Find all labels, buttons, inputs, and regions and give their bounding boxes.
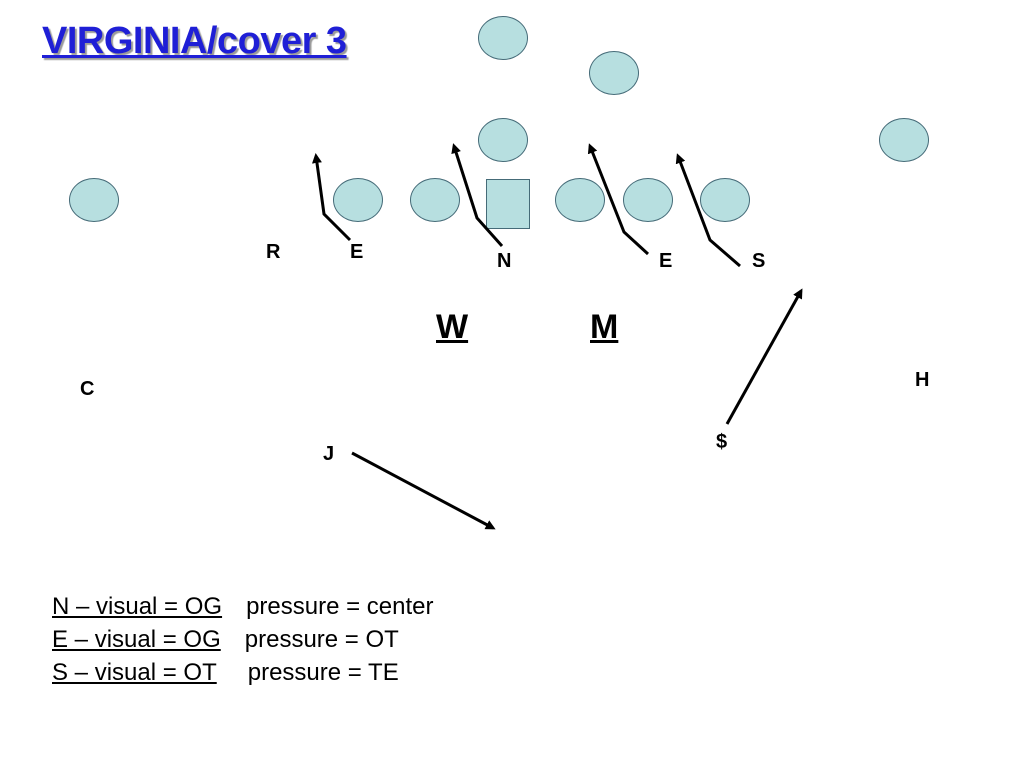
offense-player-icon <box>69 178 119 222</box>
defender-s-label: S <box>752 250 766 272</box>
defender-j-label: J <box>323 443 335 465</box>
route-n-arrow-icon <box>451 143 504 247</box>
center-square-icon <box>486 179 530 229</box>
offense-player-icon <box>555 178 605 222</box>
legend-value: pressure = OT <box>244 626 399 653</box>
legend-key: S – visual = OT <box>52 659 217 686</box>
defender-h-label: H <box>915 369 930 391</box>
offense-player-icon <box>478 118 528 162</box>
offense-player-icon <box>589 51 639 95</box>
defender-c-label: C <box>80 378 95 400</box>
legend-row: N – visual = OG pressure = center <box>52 590 434 623</box>
offense-player-icon <box>879 118 929 162</box>
offense-player-icon <box>623 178 673 222</box>
route-e-right-arrow-icon <box>587 143 650 256</box>
offense-player-icon <box>410 178 460 222</box>
route-j-arrow-icon <box>351 451 496 530</box>
defender-e-left-label: E <box>350 241 364 263</box>
offense-player-icon <box>333 178 383 222</box>
defender-dollar-label: $ <box>716 431 728 453</box>
defender-m-label: M <box>590 308 619 346</box>
offense-player-icon <box>700 178 750 222</box>
defender-n-label: N <box>497 250 512 272</box>
legend-value: pressure = TE <box>247 659 399 686</box>
legend: N – visual = OG pressure = center E – vis… <box>52 590 434 689</box>
legend-key: N – visual = OG <box>52 593 223 620</box>
legend-key: E – visual = OG <box>52 626 221 653</box>
legend-value: pressure = center <box>246 593 434 620</box>
route-s-arrow-icon <box>675 153 741 268</box>
offense-player-icon <box>478 16 528 60</box>
route-e-left-arrow-icon <box>312 153 352 242</box>
legend-row: S – visual = OT pressure = TE <box>52 656 434 689</box>
defender-r-label: R <box>266 241 281 263</box>
defender-w-label: W <box>436 308 469 346</box>
defender-e-right-label: E <box>659 250 673 272</box>
route-dollar-arrow-icon <box>725 288 803 425</box>
legend-row: E – visual = OG pressure = OT <box>52 623 434 656</box>
slide-title: VIRGINIA/cover 3 <box>42 20 347 62</box>
